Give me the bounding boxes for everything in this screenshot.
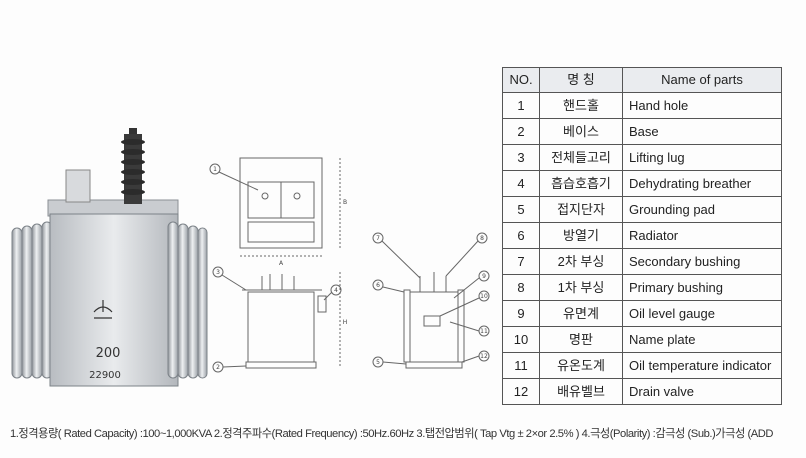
part-english-name: Radiator <box>622 222 782 249</box>
table-row: 3 전체들고리 Lifting lug <box>502 144 782 171</box>
callout-5: 5 <box>376 359 380 366</box>
callout-9: 9 <box>482 273 486 280</box>
header-korean-name: 명 칭 <box>539 67 623 93</box>
part-korean-name: 유면계 <box>539 300 623 327</box>
part-english-name: Lifting lug <box>622 144 782 171</box>
top-view-drawing <box>209 157 341 257</box>
logo-emblem <box>93 300 113 319</box>
part-korean-name: 명판 <box>539 326 623 353</box>
part-number: 1 <box>502 92 540 119</box>
side-view-drawing <box>372 232 490 369</box>
table-row: 1 핸드홀 Hand hole <box>502 92 782 119</box>
part-number: 10 <box>502 326 540 353</box>
part-korean-name: 배유벨브 <box>539 378 623 405</box>
table-row: 2 베이스 Base <box>502 118 782 145</box>
callout-10: 10 <box>480 293 488 300</box>
left-radiator <box>11 221 53 379</box>
callout-11: 11 <box>480 328 488 335</box>
dim-h-label: H <box>343 319 348 326</box>
part-english-name: Oil level gauge <box>622 300 782 327</box>
front-view-drawing <box>212 266 342 373</box>
part-number: 7 <box>502 248 540 275</box>
table-header-row: NO. 명 칭 Name of parts <box>502 67 782 93</box>
right-radiator <box>167 221 208 379</box>
part-korean-name: 흡습호흡기 <box>539 170 623 197</box>
callout-8: 8 <box>480 235 484 242</box>
part-korean-name: 방열기 <box>539 222 623 249</box>
part-english-name: Base <box>622 118 782 145</box>
table-row: 11 유온도계 Oil temperature indicator <box>502 352 782 379</box>
part-number: 5 <box>502 196 540 223</box>
table-row: 6 방열기 Radiator <box>502 222 782 249</box>
parts-table: NO. 명 칭 Name of parts 1 핸드홀 Hand hole 2 … <box>502 67 782 405</box>
callout-7: 7 <box>376 235 380 242</box>
table-row: 5 접지단자 Grounding pad <box>502 196 782 223</box>
part-number: 4 <box>502 170 540 197</box>
part-english-name: Hand hole <box>622 92 782 119</box>
part-number: 2 <box>502 118 540 145</box>
callout-4: 4 <box>334 287 338 294</box>
part-english-name: Dehydrating breather <box>622 170 782 197</box>
part-korean-name: 1차 부싱 <box>539 274 623 301</box>
table-row: 4 흡습호흡기 Dehydrating breather <box>502 170 782 197</box>
part-english-name: Primary bushing <box>622 274 782 301</box>
spec-line: 1.정격용량( Rated Capacity) :100~1,000KVA 2.… <box>10 428 774 440</box>
part-korean-name: 베이스 <box>539 118 623 145</box>
part-english-name: Drain valve <box>622 378 782 405</box>
part-korean-name: 2차 부싱 <box>539 248 623 275</box>
voltage-label: 22900 <box>89 370 121 381</box>
callout-6: 6 <box>376 282 380 289</box>
part-korean-name: 유온도계 <box>539 352 623 379</box>
dim-a-label: A <box>279 260 284 267</box>
header-no: NO. <box>502 67 540 93</box>
table-row: 7 2차 부싱 Secondary bushing <box>502 248 782 275</box>
callout-1: 1 <box>213 166 217 173</box>
part-korean-name: 접지단자 <box>539 196 623 223</box>
part-number: 11 <box>502 352 540 379</box>
part-korean-name: 핸드홀 <box>539 92 623 119</box>
part-number: 8 <box>502 274 540 301</box>
part-english-name: Secondary bushing <box>622 248 782 275</box>
part-korean-name: 전체들고리 <box>539 144 623 171</box>
callout-2: 2 <box>216 364 220 371</box>
header-english-name: Name of parts <box>622 67 782 93</box>
part-number: 6 <box>502 222 540 249</box>
bushing-insulator <box>121 128 145 204</box>
part-number: 3 <box>502 144 540 171</box>
part-number: 9 <box>502 300 540 327</box>
callout-12: 12 <box>480 353 488 360</box>
dim-b-label: B <box>343 199 347 206</box>
table-row: 12 배유벨브 Drain valve <box>502 378 782 405</box>
illustrations: 200 22900 1 B A <box>11 128 490 387</box>
table-row: 10 명판 Name plate <box>502 326 782 353</box>
callout-3: 3 <box>216 269 220 276</box>
rating-label: 200 <box>96 346 121 361</box>
part-english-name: Oil temperature indicator <box>622 352 782 379</box>
table-row: 9 유면계 Oil level gauge <box>502 300 782 327</box>
part-english-name: Grounding pad <box>622 196 782 223</box>
transformer-photo: 200 22900 <box>11 128 208 387</box>
part-number: 12 <box>502 378 540 405</box>
table-row: 8 1차 부싱 Primary bushing <box>502 274 782 301</box>
part-english-name: Name plate <box>622 326 782 353</box>
